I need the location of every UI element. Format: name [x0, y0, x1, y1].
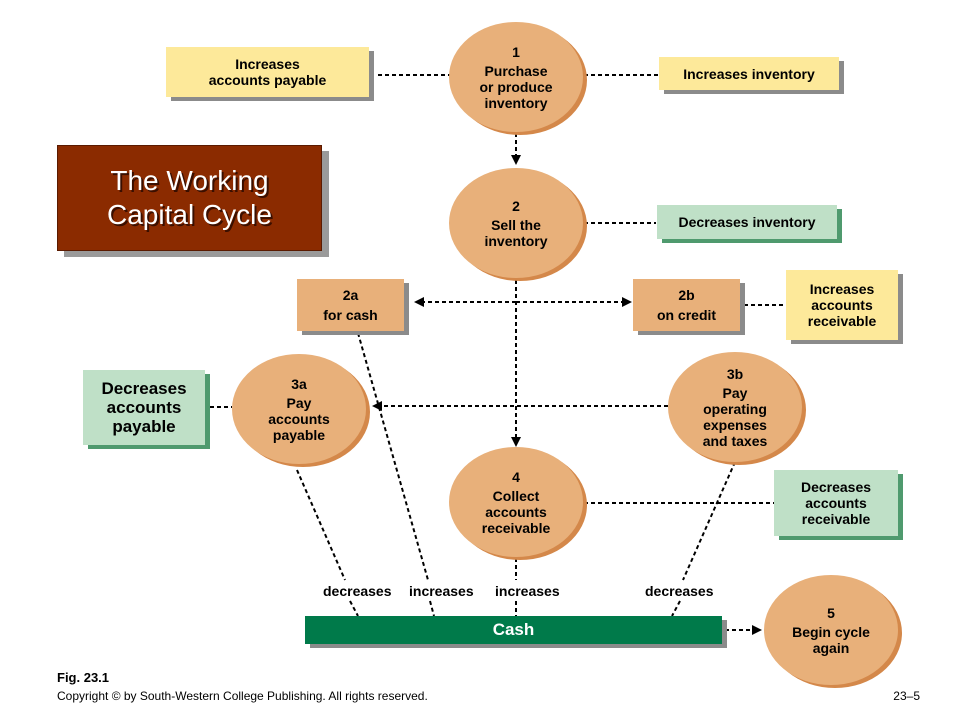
node-1-number: 1 [512, 43, 520, 60]
box-increases-accounts-payable: Increases accounts payable [166, 47, 369, 97]
diagram-title: The Working Capital Cycle [57, 145, 322, 251]
box-increases-accounts-receivable: Increases accounts receivable [786, 270, 898, 340]
box-2a-number: 2a [342, 287, 359, 303]
node-4-collect-ar: 4 Collect accounts receivable [449, 447, 583, 557]
flow-label-increases-mid-left: increases [409, 583, 474, 599]
box-decreases-accounts-payable: Decreases accounts payable [83, 370, 205, 445]
line-n3a-to-cash [296, 469, 346, 581]
node-1-purchase: 1 Purchase or produce inventory [449, 22, 583, 132]
flow-label-decreases-left: decreases [323, 583, 392, 599]
node-5-number: 5 [827, 604, 835, 621]
cash-bar: Cash [305, 616, 722, 644]
node-3b-pay-expenses: 3b Pay operating expenses and taxes [668, 352, 802, 462]
box-2b-on-credit: 2b on credit [633, 279, 740, 331]
figure-label: Fig. 23.1 [57, 670, 110, 685]
line-tick-4 [671, 600, 681, 617]
node-5-begin-again: 5 Begin cycle again [764, 575, 898, 685]
node-3a-pay-ap: 3a Pay accounts payable [232, 354, 366, 464]
line-n3b-to-cash [682, 461, 736, 581]
box-2a-label: for cash [323, 307, 378, 323]
node-3b-number: 3b [726, 365, 744, 382]
node-1-label: Purchase or produce inventory [479, 62, 553, 111]
page-number: 23–5 [893, 689, 920, 703]
node-4-label: Collect accounts receivable [481, 487, 551, 536]
box-decreases-inventory: Decreases inventory [657, 205, 837, 239]
box-increases-inventory: Increases inventory [659, 57, 839, 90]
node-5-label: Begin cycle again [792, 623, 870, 656]
node-2-label: Sell the inventory [484, 216, 548, 249]
node-2-number: 2 [512, 197, 520, 214]
line-2a-to-cash [357, 332, 429, 581]
line-tick-2 [429, 600, 435, 617]
node-3a-number: 3a [291, 375, 307, 392]
node-4-number: 4 [512, 468, 520, 485]
node-2-sell: 2 Sell the inventory [449, 168, 583, 278]
box-2a-for-cash: 2a for cash [297, 279, 404, 331]
line-tick-1 [349, 600, 359, 617]
box-2b-label: on credit [656, 307, 717, 323]
copyright-text: Copyright © by South-Western College Pub… [57, 689, 428, 703]
box-decreases-accounts-receivable: Decreases accounts receivable [774, 470, 898, 536]
flow-label-increases-mid-right: increases [495, 583, 560, 599]
flow-label-decreases-right: decreases [645, 583, 714, 599]
box-2b-number: 2b [678, 287, 695, 303]
node-3b-label: Pay operating expenses and taxes [702, 384, 768, 449]
node-3a-label: Pay accounts payable [268, 394, 330, 443]
